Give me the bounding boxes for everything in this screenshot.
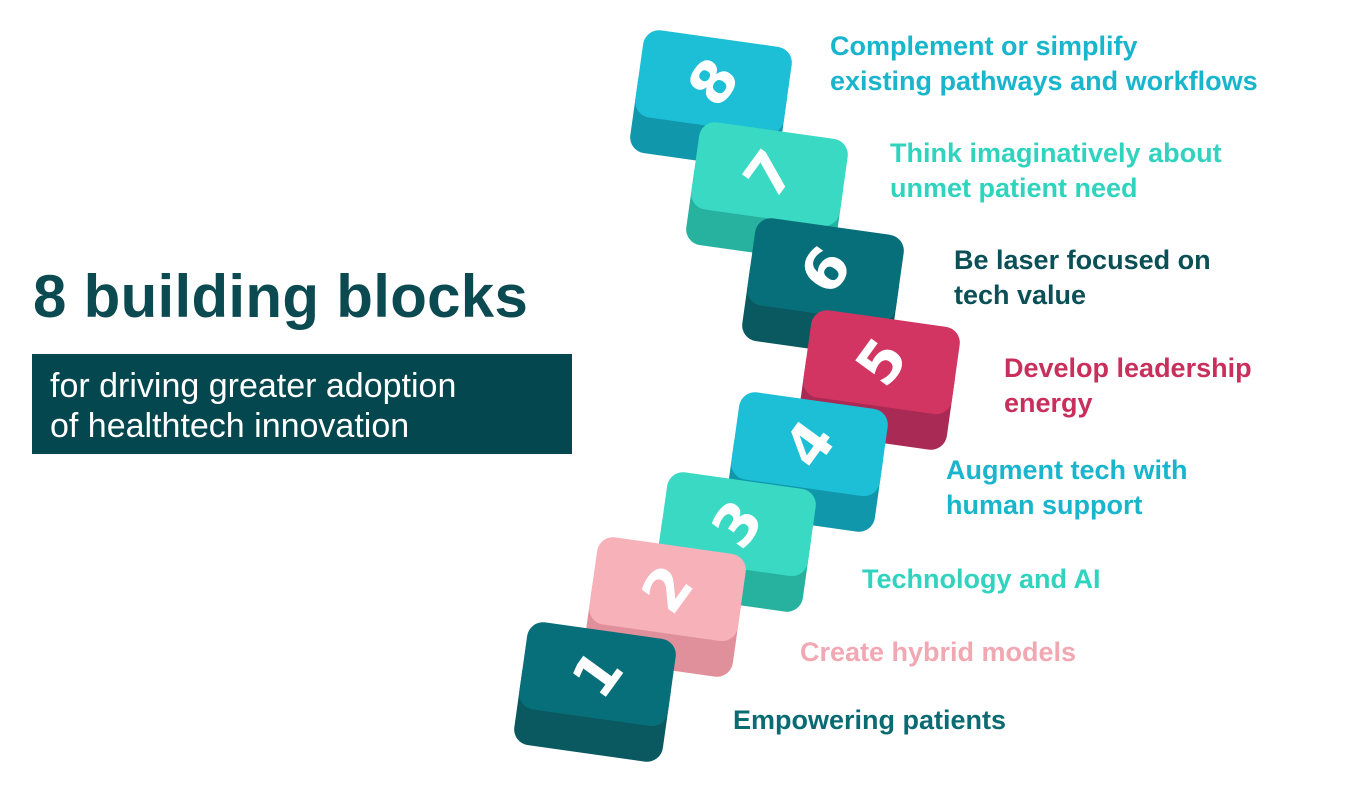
subtitle-line-1: for driving greater adoption xyxy=(50,367,457,405)
block-label-line: unmet patient need xyxy=(890,173,1138,203)
block-top xyxy=(635,30,792,135)
block-4: 4 xyxy=(726,392,888,532)
block-label-line: Technology and AI xyxy=(862,564,1101,594)
block-top xyxy=(803,310,960,415)
page-title: 8 building blocks xyxy=(33,263,529,330)
block-top xyxy=(747,218,904,323)
block-top xyxy=(519,622,676,727)
block-1: 1 xyxy=(514,622,676,762)
block-label-5: Develop leadership energy xyxy=(1004,351,1252,421)
block-top xyxy=(691,122,848,227)
block-top xyxy=(589,537,746,642)
block-7: 7 xyxy=(686,122,848,262)
block-label-2: Create hybrid models xyxy=(800,635,1076,670)
block-top xyxy=(731,392,888,497)
block-label-line: Develop leadership xyxy=(1004,353,1252,383)
block-label-7: Think imaginatively about unmet patient n… xyxy=(890,136,1222,206)
block-label-line: Create hybrid models xyxy=(800,637,1077,667)
block-label-line: Think imaginatively about xyxy=(890,138,1222,168)
subtitle-box: for driving greater adoption of healthte… xyxy=(32,354,572,454)
block-label-line: Be laser focused on xyxy=(954,245,1211,275)
block-label-line: existing pathways and workflows xyxy=(830,66,1258,96)
block-label-line: energy xyxy=(1004,388,1093,418)
block-label-line: Complement or simplify xyxy=(830,31,1138,61)
block-label-3: Technology and AI xyxy=(862,562,1101,597)
block-label-1: Empowering patients xyxy=(733,703,1006,738)
block-label-line: human support xyxy=(946,490,1143,520)
block-label-line: Empowering patients xyxy=(733,705,1007,735)
block-label-6: Be laser focused on tech value xyxy=(954,243,1211,313)
block-label-4: Augment tech with human support xyxy=(946,453,1188,523)
block-label-line: tech value xyxy=(954,280,1087,310)
block-label-line: Augment tech with xyxy=(946,455,1188,485)
block-label-8: Complement or simplify existing pathways … xyxy=(830,29,1258,99)
subtitle-line-2: of healthtech innovation xyxy=(50,407,410,445)
